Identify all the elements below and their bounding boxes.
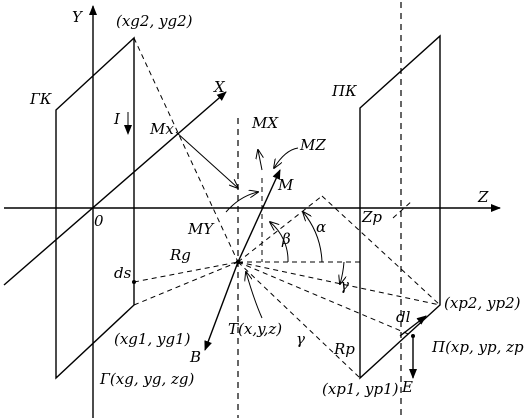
label-dl: dl (396, 308, 411, 326)
arc-alpha (303, 212, 323, 263)
arc-t-pointer (246, 272, 263, 319)
line-t-to-p2 (237, 261, 441, 306)
arc-beta (270, 222, 289, 263)
label-xp1: (xp1, yp1) (322, 380, 399, 398)
label-gamma2: γ (296, 330, 305, 348)
label-mz: MZ (299, 136, 326, 154)
vector-mx-top (258, 150, 262, 171)
point-t (235, 259, 241, 265)
label-rg: Rg (169, 246, 191, 264)
label-xp2: (xp2, yp2) (444, 294, 521, 312)
point-pi (411, 334, 415, 338)
arc-gamma (340, 261, 344, 284)
line-zp-mark (392, 200, 413, 219)
label-my: MY (187, 220, 215, 238)
line-ds-to-t (133, 261, 239, 283)
line-t-to-pi (237, 261, 414, 337)
label-pk: ПК (331, 82, 357, 100)
vector-b (204, 261, 239, 351)
pk-plane (359, 34, 441, 380)
label-mx-left: Mx (149, 120, 174, 138)
line-t-to-p1 (237, 261, 361, 379)
label-xg2: (xg2, yg2) (116, 12, 193, 30)
label-gamma-point: Г(xg, yg, zg) (99, 370, 194, 388)
line-g2-to-t (133, 37, 239, 263)
label-b: B (189, 348, 201, 366)
label-current: I (113, 110, 121, 128)
label-axis-y: Y (72, 8, 84, 26)
label-m: M (277, 176, 294, 194)
label-zp: Zp (361, 208, 382, 226)
label-gamma1: γ (340, 276, 349, 294)
line-t-to-upper (237, 195, 323, 263)
label-t-point: T(x,y,z) (228, 320, 282, 338)
label-beta: β (281, 230, 291, 248)
label-origin: 0 (94, 212, 104, 230)
label-alpha: α (316, 218, 326, 236)
label-rp: Rp (333, 340, 355, 358)
line-g1-to-t (133, 261, 239, 306)
label-xg1: (xg1, yg1) (114, 330, 191, 348)
point-ds (132, 280, 136, 284)
vector-m (237, 169, 281, 263)
vector-my (225, 192, 258, 213)
vector-mz (274, 147, 299, 168)
vector-mx-left (175, 131, 238, 188)
x-axis (3, 91, 227, 286)
label-axis-z: Z (477, 188, 489, 206)
label-mx-top: MX (251, 114, 279, 132)
label-axis-x: X (213, 78, 226, 96)
label-e: E (401, 378, 413, 396)
vector-dl (399, 315, 427, 337)
label-gk: ГК (29, 90, 52, 108)
label-pi-point: П(xp, yp, zp (431, 338, 524, 356)
label-ds: ds (114, 264, 132, 282)
